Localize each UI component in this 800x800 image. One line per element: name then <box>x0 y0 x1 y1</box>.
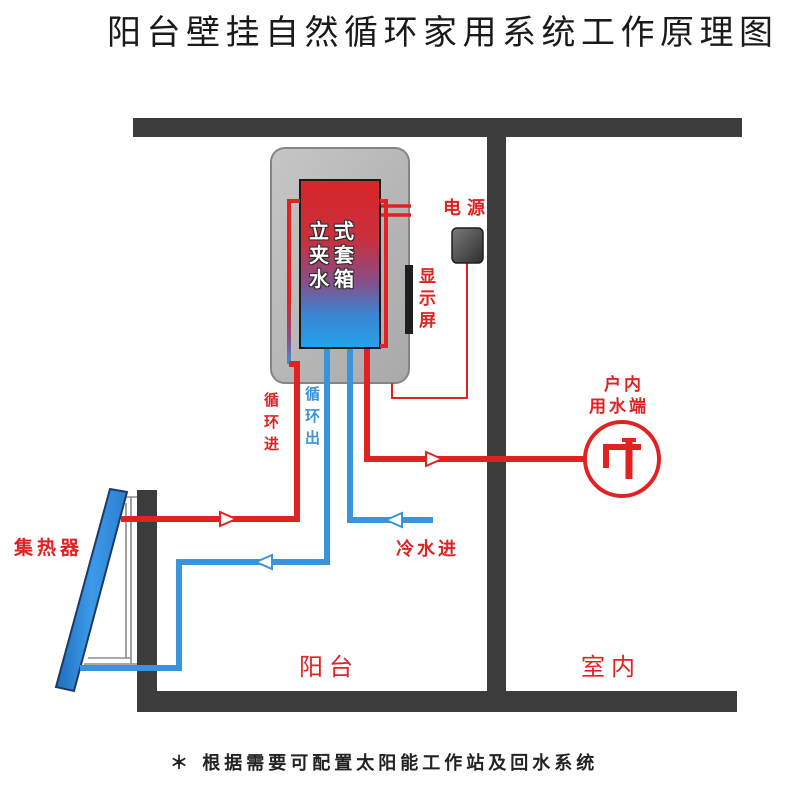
pipe-circulation-out <box>80 349 330 671</box>
jacket-right <box>380 199 388 348</box>
outlet-circle <box>583 420 661 498</box>
circulation-in-label: 循环进 <box>264 391 280 453</box>
flow-arrow-cold-water-in <box>383 511 403 529</box>
page-title: 阳台壁挂自然循环家用系统工作原理图 <box>107 13 779 53</box>
wall-top <box>133 118 742 137</box>
outlet-label-line1: 户内 <box>604 375 644 395</box>
power-label: 电源 <box>443 198 491 219</box>
flow-arrow-circulation-in <box>219 510 239 528</box>
power-socket-icon <box>451 227 484 264</box>
jacketed-tank <box>299 179 381 349</box>
flow-arrow-circulation-out <box>253 553 273 571</box>
display-label: 显示屏 <box>419 267 436 332</box>
faucet-icon <box>603 438 641 479</box>
collector-label: 集热器 <box>14 537 84 559</box>
outlet-label-line2: 用水端 <box>589 397 649 417</box>
power-wire <box>391 262 468 399</box>
indoor-label: 室内 <box>581 653 641 681</box>
tank-label-row-2: 夹套 <box>309 243 359 267</box>
tank-label-row-3: 水箱 <box>309 267 359 291</box>
footnote: ＊ 根据需要可配置太阳能工作站及回水系统 <box>170 753 599 774</box>
pipe-cold-water-in <box>347 349 433 523</box>
cold-water-in-label: 冷水进 <box>396 539 459 560</box>
pipe-circulation-in <box>121 361 300 522</box>
wall-bottom <box>137 691 737 712</box>
pipe-hot-water-out <box>364 349 584 462</box>
solar-collector <box>54 487 129 693</box>
tank-label-row-1: 立式 <box>309 219 359 243</box>
wall-left <box>137 490 157 712</box>
wall-middle <box>487 118 506 692</box>
display-screen <box>405 265 413 334</box>
flow-arrow-hot-water-out <box>425 450 445 468</box>
collector-frame <box>84 496 137 665</box>
circulation-out-label: 循环出 <box>305 385 321 447</box>
balcony-label: 阳台 <box>299 653 359 681</box>
jacket-left <box>287 199 300 364</box>
heating-element-leads <box>381 204 411 217</box>
